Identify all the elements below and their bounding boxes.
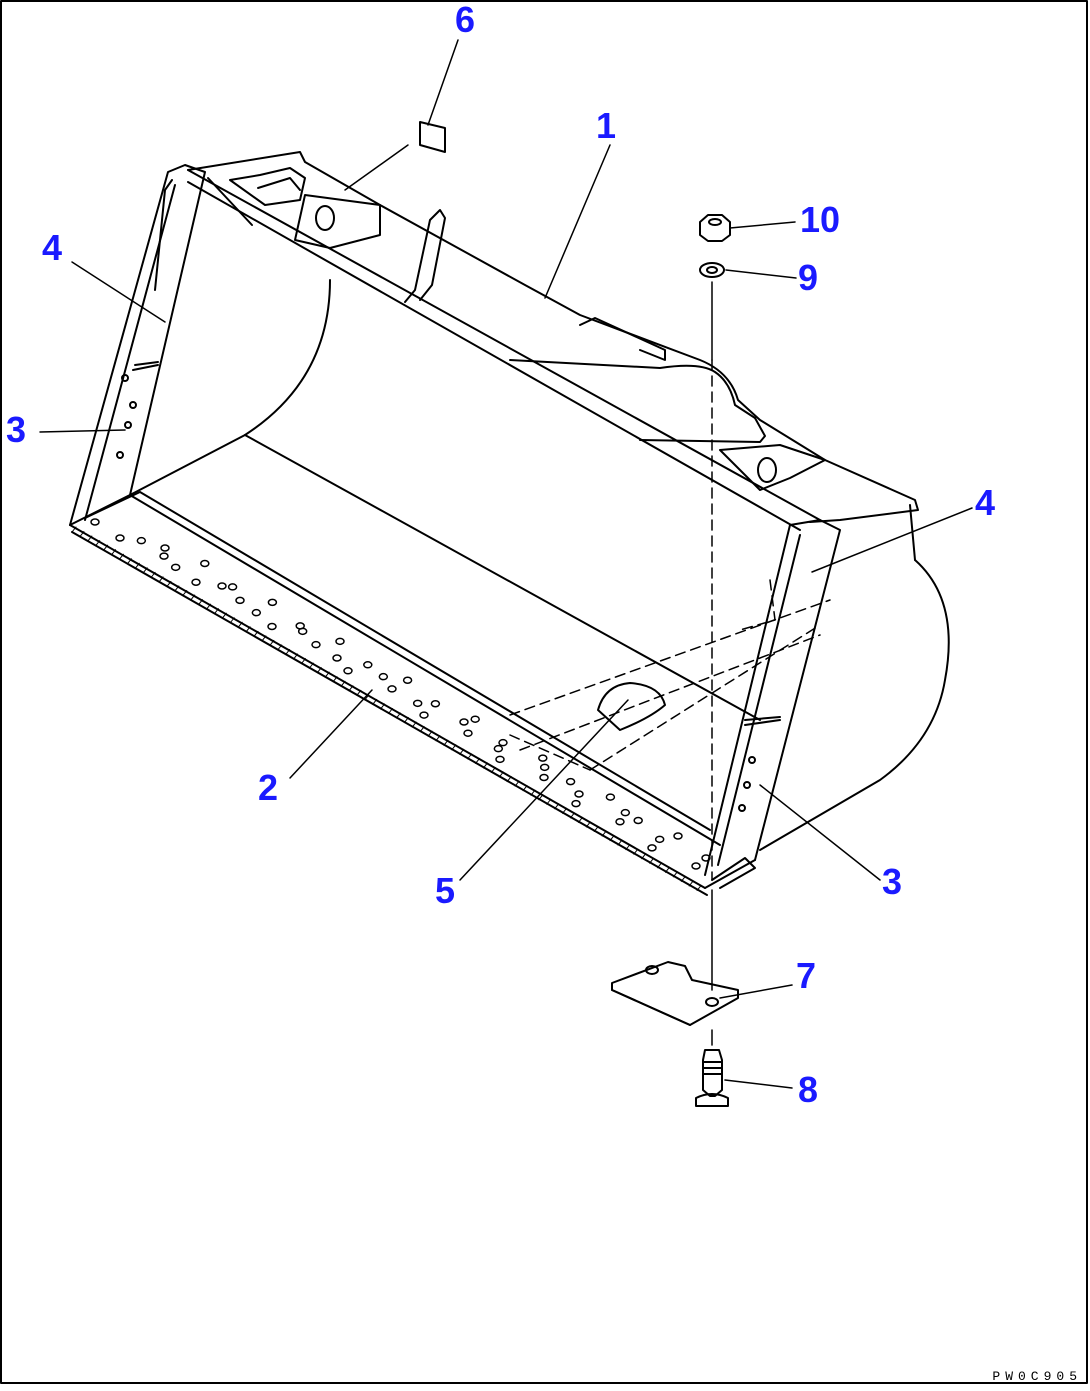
- right-side-plate: [704, 519, 841, 889]
- callout-7: 7: [796, 955, 817, 996]
- left-side-plate: [69, 164, 206, 526]
- callout-3-left: 3: [6, 409, 27, 450]
- callout-9: 9: [798, 257, 819, 298]
- callout-1: 1: [596, 105, 617, 146]
- cutting-edge-serration: [71, 526, 702, 891]
- callout-3-right: 3: [882, 861, 903, 902]
- leader-lines: [39, 39, 973, 1089]
- hidden-lines: [509, 359, 831, 881]
- nut: [699, 214, 731, 242]
- callout-5: 5: [435, 870, 456, 911]
- callout-4-right: 4: [975, 482, 996, 523]
- drawing-id: PW0C905: [992, 1369, 1082, 1384]
- wear-plate: [597, 682, 666, 731]
- callout-4-left: 4: [42, 227, 63, 268]
- bucket-body: [129, 151, 950, 851]
- cutting-edge: [69, 491, 756, 896]
- bolt-holes: [90, 518, 711, 870]
- bolt: [695, 1049, 729, 1107]
- callout-8: 8: [798, 1069, 819, 1110]
- callout-6: 6: [455, 0, 476, 40]
- label-plate: [419, 121, 446, 153]
- washer: [699, 262, 725, 278]
- callout-2: 2: [258, 767, 279, 808]
- callout-10: 10: [800, 199, 841, 240]
- shim-plate: [611, 961, 739, 1026]
